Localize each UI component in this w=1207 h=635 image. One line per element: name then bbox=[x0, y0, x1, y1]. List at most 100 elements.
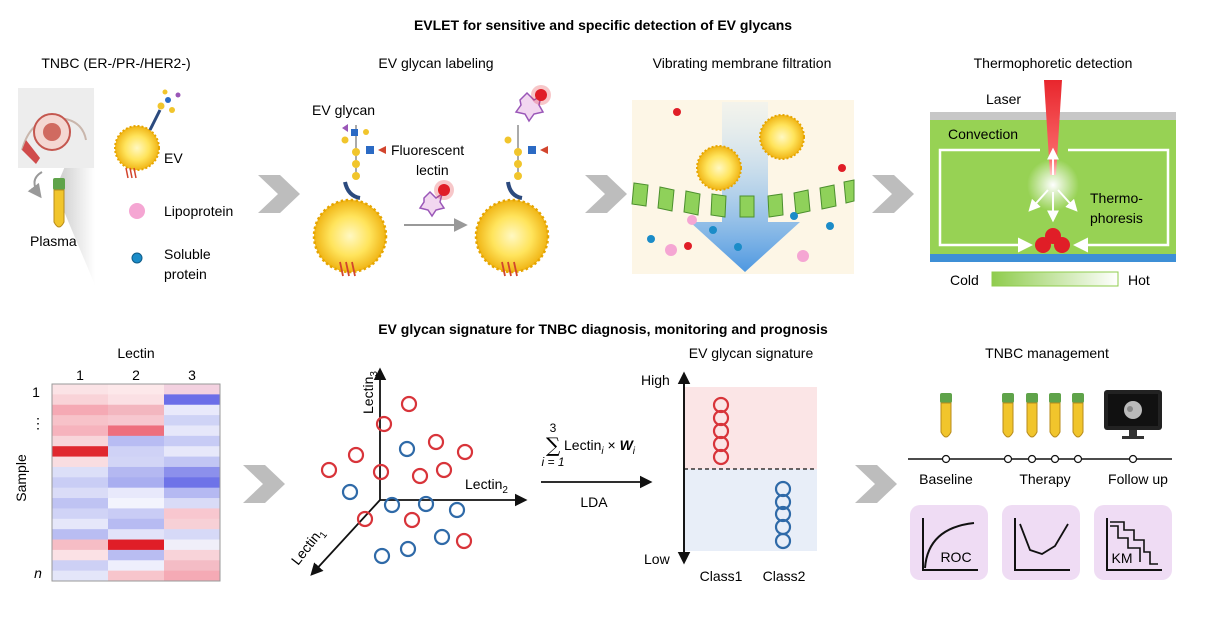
flow-arrow-2 bbox=[585, 175, 627, 213]
laser-label: Laser bbox=[986, 91, 1021, 107]
ev-icon bbox=[114, 125, 160, 171]
heatmap-cell bbox=[52, 487, 108, 499]
labeling-illustration bbox=[312, 85, 551, 277]
ev-legend-label: EV bbox=[164, 150, 183, 166]
cold-label: Cold bbox=[950, 272, 979, 288]
heatmap-col-2: 2 bbox=[132, 367, 140, 383]
heatmap-cell bbox=[108, 498, 164, 509]
lda-formula: ∑ 3 i = 1 Lectini × Wi LDA bbox=[541, 421, 653, 510]
fluorescent-label: Fluorescent bbox=[391, 142, 464, 158]
heatmap-cell bbox=[164, 446, 220, 457]
convection-label: Convection bbox=[948, 126, 1018, 142]
heatmap-cell bbox=[164, 425, 220, 437]
heatmap-cell bbox=[164, 570, 220, 582]
heatmap-cell bbox=[164, 466, 220, 478]
plasma-tube-icon bbox=[53, 189, 65, 228]
bottom-title: EV glycan signature for TNBC diagnosis, … bbox=[378, 321, 828, 337]
km-label: KM bbox=[1112, 550, 1133, 566]
heatmap-cell bbox=[164, 498, 220, 509]
roc-card bbox=[910, 505, 988, 580]
management-illustration bbox=[908, 390, 1172, 580]
class2-label: Class2 bbox=[763, 568, 806, 584]
heatmap-cell bbox=[52, 539, 108, 551]
lectin1-axis-label: Lectin1 bbox=[288, 524, 330, 570]
heatmap-cell bbox=[52, 435, 108, 447]
heatmap-cell bbox=[108, 539, 164, 551]
heatmap-cell bbox=[108, 560, 164, 572]
roc-label: ROC bbox=[940, 549, 971, 565]
heatmap-cell bbox=[108, 549, 164, 561]
heatmap-cell bbox=[164, 394, 220, 406]
labeling-header: EV glycan labeling bbox=[378, 55, 493, 71]
heatmap-row-last: n bbox=[34, 565, 42, 581]
plasma-label: Plasma bbox=[30, 233, 77, 249]
class2-region bbox=[684, 469, 817, 551]
sum-upper: 3 bbox=[550, 421, 557, 435]
heatmap-cell bbox=[108, 477, 164, 489]
flow-arrow-4 bbox=[243, 465, 285, 503]
heatmap-cell bbox=[164, 384, 220, 395]
ev-left-icon bbox=[312, 198, 388, 274]
heatmap-cell bbox=[164, 404, 220, 416]
formula-body: Lectini × Wi bbox=[564, 437, 636, 457]
glycan-stalk bbox=[343, 181, 361, 200]
heatmap-cell bbox=[52, 560, 108, 572]
heatmap-cell bbox=[108, 446, 164, 457]
heatmap-cell bbox=[108, 456, 164, 468]
heatmap-cell bbox=[52, 425, 108, 437]
heatmap-cell bbox=[164, 477, 220, 489]
heatmap-cell bbox=[164, 508, 220, 520]
heatmap-cell bbox=[52, 466, 108, 478]
class1-region bbox=[684, 387, 817, 469]
heatmap-row-first: 1 bbox=[32, 384, 40, 400]
heatmap-ylabel: Sample bbox=[13, 454, 29, 502]
lda-label: LDA bbox=[580, 494, 608, 510]
tube-cap bbox=[53, 178, 65, 190]
heatmap-cell bbox=[164, 539, 220, 551]
management-title: TNBC management bbox=[985, 345, 1109, 361]
filtration-illustration bbox=[631, 100, 855, 274]
thermo-header: Thermophoretic detection bbox=[974, 55, 1133, 71]
signature-plot bbox=[677, 371, 817, 565]
baseline-label: Baseline bbox=[919, 471, 973, 487]
therapy-label: Therapy bbox=[1019, 471, 1070, 487]
sum-symbol: ∑ bbox=[546, 433, 561, 457]
heatmap-cell bbox=[52, 446, 108, 457]
cold-hot-bar bbox=[991, 271, 1119, 287]
heatmap-cell bbox=[52, 456, 108, 468]
heatmap-cell bbox=[108, 570, 164, 582]
hot-label: Hot bbox=[1128, 272, 1150, 288]
heatmap-cell bbox=[108, 529, 164, 540]
heatmap-cell bbox=[52, 384, 108, 395]
heatmap-grid bbox=[52, 384, 220, 582]
flow-arrow-3 bbox=[872, 175, 914, 213]
thermo-label-2: phoresis bbox=[1090, 210, 1143, 226]
heatmap-cell bbox=[164, 529, 220, 540]
heatmap-cell bbox=[108, 508, 164, 520]
heatmap-cell bbox=[108, 518, 164, 530]
heatmap-cell bbox=[108, 384, 164, 395]
heatmap-cell bbox=[52, 549, 108, 561]
heatmap-cell bbox=[164, 560, 220, 572]
needle-icon bbox=[22, 140, 40, 164]
tnbc-illustration bbox=[18, 88, 181, 285]
lipoprotein-legend-label: Lipoprotein bbox=[164, 203, 233, 219]
heatmap-cell bbox=[52, 508, 108, 520]
lectin-icon bbox=[418, 190, 446, 218]
soluble-legend-label-2: protein bbox=[164, 266, 207, 282]
heatmap-row-dots: ⋮ bbox=[31, 415, 45, 431]
flow-arrow-1 bbox=[258, 175, 300, 213]
heatmap-cell bbox=[52, 518, 108, 530]
heatmap-cell bbox=[52, 570, 108, 582]
heatmap-cell bbox=[108, 404, 164, 416]
lectin3-axis-label: Lectin3 bbox=[360, 371, 380, 414]
heatmap-cell bbox=[164, 456, 220, 468]
thermo-illustration bbox=[930, 80, 1176, 287]
flow-arrow-5 bbox=[855, 465, 897, 503]
tnbc-header: TNBC (ER-/PR-/HER2-) bbox=[41, 55, 190, 71]
heatmap-cell bbox=[108, 415, 164, 426]
heatmap-title: Lectin bbox=[117, 345, 154, 361]
heatmap-cell bbox=[108, 466, 164, 478]
heatmap-cell bbox=[108, 487, 164, 499]
